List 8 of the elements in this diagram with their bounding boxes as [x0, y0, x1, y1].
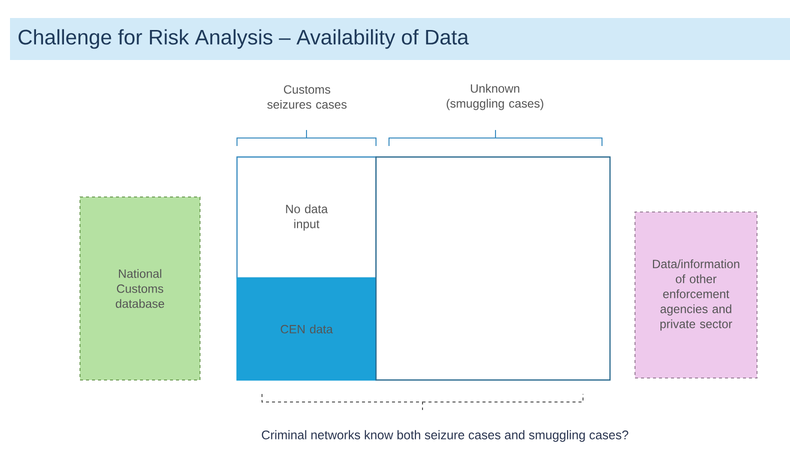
bracket-label: Customs seizures cases	[267, 85, 347, 109]
data-box: CEN data	[236, 277, 377, 381]
bracket-label: Unknown (smuggling cases)	[446, 84, 544, 110]
title-bar: Challenge for Risk Analysis – Availability of Data	[10, 18, 790, 60]
data-box: No data input	[236, 156, 377, 279]
database-box: National Customs database	[80, 196, 200, 380]
data-source-box: Data/information of other enforcement agencies and private sector	[634, 212, 758, 378]
caption: Criminal networks know both seizure cases and smuggling cases?	[262, 430, 628, 442]
